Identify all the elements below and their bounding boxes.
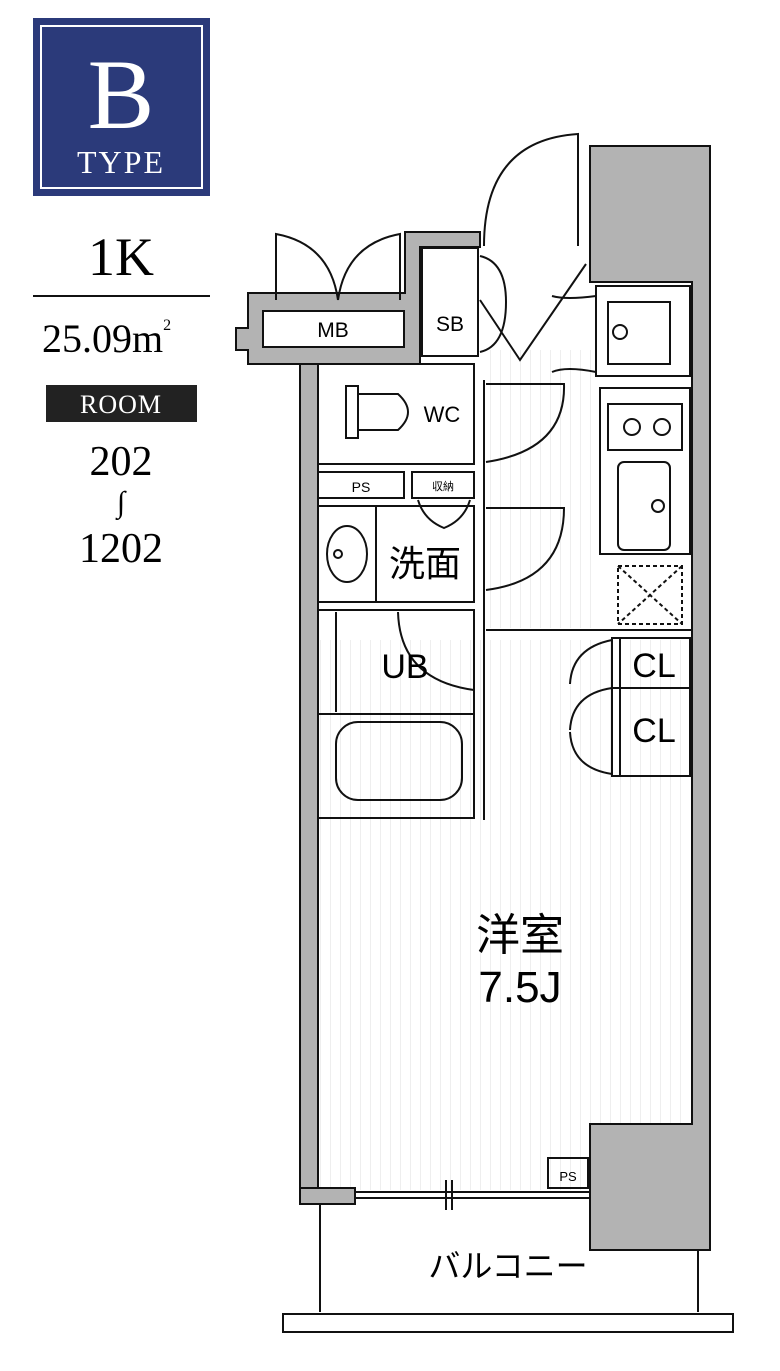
mb-door-left <box>275 232 339 301</box>
closet-1-door <box>569 639 613 685</box>
entrance-door <box>483 132 579 247</box>
ps-top-label: PS <box>352 479 371 495</box>
fridge-knob <box>612 324 628 340</box>
kitchen-sink <box>617 461 671 551</box>
fridge-space <box>595 285 691 377</box>
room-range-mark: ∫ <box>115 486 127 521</box>
storage-box <box>411 471 475 499</box>
room-from: 202 <box>90 439 153 485</box>
washroom-door <box>485 507 566 591</box>
wc-label: WC <box>424 402 461 427</box>
mb-label: MB <box>317 319 349 342</box>
fridge-inner <box>607 301 671 365</box>
ps-top-box <box>317 471 405 499</box>
wash-basin <box>326 525 368 583</box>
washer-cross-2 <box>617 565 683 625</box>
basin-drain <box>333 549 343 559</box>
toilet-bowl <box>357 393 409 431</box>
area-sup: 2 <box>163 317 171 334</box>
wc-room <box>317 363 475 465</box>
area-number: 25.09 <box>42 316 132 361</box>
layout-label: 1K <box>88 227 154 287</box>
room-labels: MB SB WC PS 収納 洗面 UB CL CL 洋室 7.5J PS バル… <box>317 313 675 1284</box>
interior-lines <box>262 247 734 1333</box>
ps-bottom-box <box>547 1157 589 1189</box>
closet-2-label: CL <box>632 712 675 750</box>
corridor-floor <box>486 350 592 628</box>
wall-left <box>299 363 319 1189</box>
wc-door <box>485 383 566 463</box>
kitchen-counter <box>599 387 691 555</box>
closet-2-door <box>569 687 613 775</box>
corridor-door-diagonal <box>479 263 587 362</box>
type-badge-inner-border <box>40 25 203 189</box>
western-room-size: 7.5J <box>478 963 561 1012</box>
storage-label: 収納 <box>432 480 454 493</box>
western-room-floor <box>320 640 690 1190</box>
sb-door-top <box>479 255 507 303</box>
kitchen-door-bottom <box>551 368 597 373</box>
sb-label: SB <box>436 313 464 336</box>
washroom <box>317 505 475 603</box>
closet-1-label: CL <box>632 647 675 685</box>
washer-space <box>617 565 683 625</box>
western-room-label: 洋室 <box>476 911 564 960</box>
sb-door-bottom <box>479 301 507 353</box>
ps-bottom-label: PS <box>559 1169 577 1184</box>
closet-2 <box>611 687 691 777</box>
balcony-label: バルコニー <box>428 1248 587 1284</box>
mb-box <box>262 310 405 348</box>
room-label: ROOM <box>80 390 162 419</box>
balcony-edge <box>282 1313 734 1333</box>
wall-right <box>589 145 711 1251</box>
type-badge-frame <box>33 18 210 196</box>
kitchen-door-top <box>551 295 597 299</box>
type-letter: B <box>88 39 155 150</box>
fixtures <box>326 324 683 801</box>
room-label-box <box>46 385 197 422</box>
room-to: 1202 <box>79 526 163 572</box>
ub-label: UB <box>381 648 428 686</box>
bathtub <box>335 721 463 801</box>
sink-drain <box>651 499 665 513</box>
mb-door-right <box>337 232 401 301</box>
area-value: 25.09m2 <box>42 316 171 361</box>
doors <box>275 132 613 1210</box>
storage-door <box>417 499 471 530</box>
burner-left <box>623 418 641 436</box>
washroom-label: 洗面 <box>389 543 461 584</box>
sb-box <box>421 247 479 357</box>
area-unit: m <box>132 316 163 361</box>
type-word: TYPE <box>77 144 165 180</box>
wall-bottom <box>299 1187 356 1205</box>
ub-door-swing <box>397 611 475 691</box>
type-badge: B TYPE <box>33 18 210 196</box>
toilet-tank <box>345 385 359 439</box>
stove-top <box>607 403 683 451</box>
burner-right <box>653 418 671 436</box>
